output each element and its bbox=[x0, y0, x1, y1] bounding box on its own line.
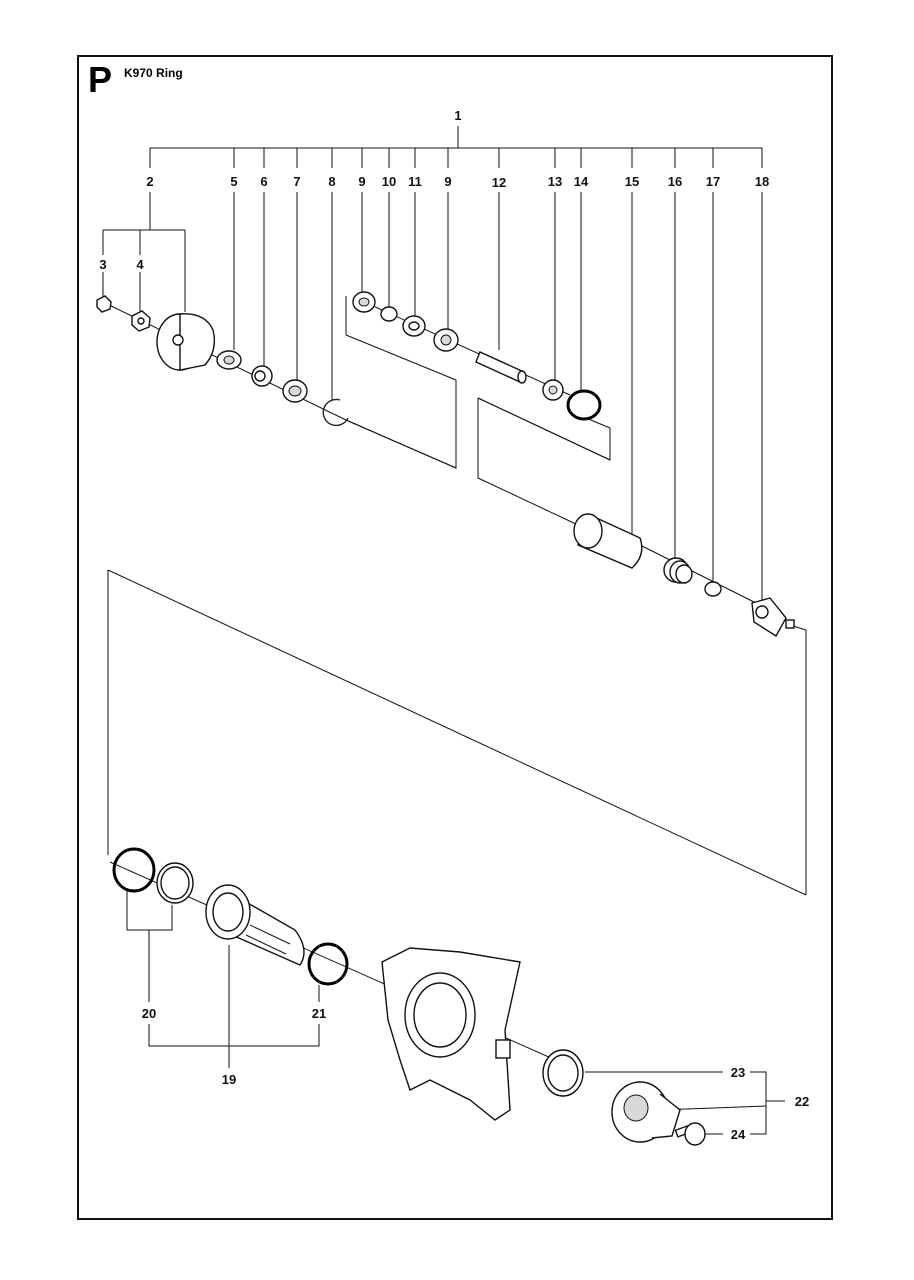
label-6: 6 bbox=[260, 174, 267, 189]
part-nut-3 bbox=[96, 295, 112, 313]
label-3: 3 bbox=[99, 257, 106, 272]
label-13: 13 bbox=[548, 174, 562, 189]
label-19: 19 bbox=[222, 1072, 236, 1087]
part-bearing-9b bbox=[433, 328, 459, 352]
label-2: 2 bbox=[146, 174, 153, 189]
label-18: 18 bbox=[755, 174, 769, 189]
label-8: 8 bbox=[328, 174, 335, 189]
part-oring-14 bbox=[566, 389, 602, 421]
label-9a: 9 bbox=[358, 174, 365, 189]
part-screw-24 bbox=[674, 1122, 706, 1146]
label-5: 5 bbox=[230, 174, 237, 189]
label-7: 7 bbox=[293, 174, 300, 189]
label-10: 10 bbox=[382, 174, 396, 189]
label-16: 16 bbox=[668, 174, 682, 189]
diagram-title: K970 Ring bbox=[124, 66, 183, 80]
label-15: 15 bbox=[625, 174, 639, 189]
part-bearing-6 bbox=[251, 365, 273, 387]
part-washer-11 bbox=[402, 315, 426, 337]
part-pin-17 bbox=[704, 581, 722, 597]
part-ring-20b bbox=[156, 862, 194, 904]
part-cylinder-19 bbox=[205, 884, 305, 966]
label-9b: 9 bbox=[444, 174, 451, 189]
part-oring-20a bbox=[112, 847, 156, 893]
label-22: 22 bbox=[795, 1094, 809, 1109]
part-sleeve-15 bbox=[573, 513, 643, 569]
middle-parts bbox=[573, 513, 795, 637]
part-bearing-7 bbox=[282, 379, 308, 403]
part-washer-10 bbox=[380, 306, 398, 322]
label-20: 20 bbox=[142, 1006, 156, 1021]
part-circlip-8 bbox=[322, 398, 349, 427]
label-14: 14 bbox=[574, 174, 589, 189]
part-housing-2 bbox=[156, 313, 216, 371]
label-1: 1 bbox=[454, 108, 461, 123]
lower-parts bbox=[112, 847, 706, 1146]
label-24: 24 bbox=[731, 1127, 746, 1142]
label-17: 17 bbox=[706, 174, 720, 189]
part-ring-23 bbox=[542, 1049, 584, 1097]
part-nozzle-18 bbox=[751, 597, 795, 637]
diagram-frame bbox=[77, 55, 833, 1220]
part-spring-16 bbox=[663, 557, 693, 584]
upper-parts bbox=[96, 291, 602, 427]
label-12: 12 bbox=[492, 175, 506, 190]
part-crankcase bbox=[381, 947, 521, 1121]
part-washer-4 bbox=[131, 310, 151, 332]
label-11: 11 bbox=[408, 174, 422, 189]
part-oring-21 bbox=[307, 942, 349, 986]
part-labels: 1 2 3 4 5 6 7 8 9 10 11 9 12 13 14 15 16… bbox=[99, 108, 809, 1142]
label-21: 21 bbox=[312, 1006, 326, 1021]
part-bearing-13 bbox=[542, 379, 564, 401]
section-letter: P bbox=[88, 59, 113, 100]
part-cap-22 bbox=[611, 1081, 681, 1143]
label-4: 4 bbox=[136, 257, 144, 272]
label-23: 23 bbox=[731, 1065, 745, 1080]
part-seal-5 bbox=[216, 350, 242, 370]
part-bearing-9a bbox=[352, 291, 376, 313]
part-shaft-12 bbox=[475, 351, 527, 384]
